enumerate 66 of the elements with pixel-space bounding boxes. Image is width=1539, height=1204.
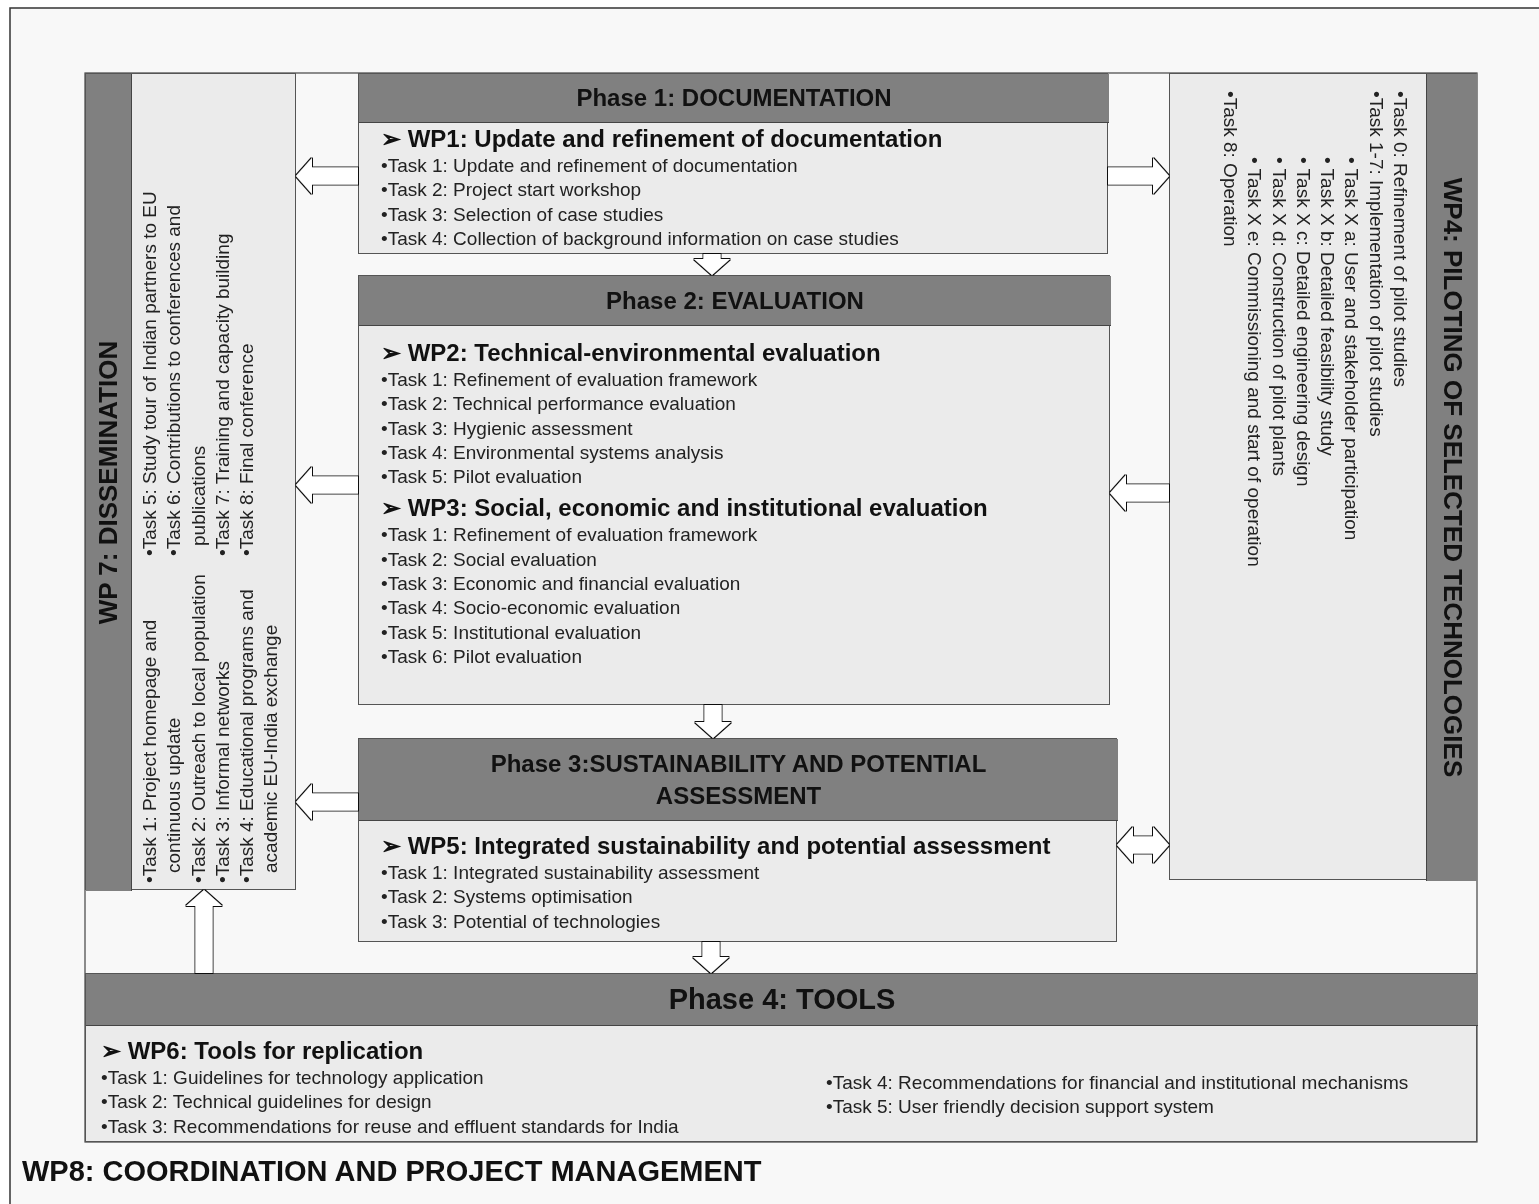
work-package-header: WP4: PILOTING OF SELECTED TECHNOLOGIES bbox=[1426, 74, 1477, 881]
task-item: •Task 3: Economic and financial evaluation bbox=[381, 572, 742, 597]
task-item: •Task 1-7: Implementation of pilot studies bbox=[1364, 91, 1388, 439]
phase-header: Phase 1: DOCUMENTATION bbox=[359, 74, 1109, 123]
work-package-heading: ➢ WP6: Tools for replication bbox=[101, 1036, 425, 1066]
task-item: •Task 3: Hygienic assessment bbox=[381, 416, 634, 441]
task-item: •Task 4: Educational programs and academic EU-India exchange bbox=[235, 588, 283, 883]
task-item: •Task 1: Refinement of evaluation framework bbox=[381, 368, 759, 392]
task-item: • Task X e: Commissioning and start of operation bbox=[1243, 157, 1267, 569]
task-item: •Task 2: Technical guidelines for design bbox=[101, 1090, 433, 1115]
task-item: •Task 8: Final conference bbox=[235, 342, 259, 556]
task-item: •Task 4: Collection of background information on case studies bbox=[381, 226, 900, 251]
task-item: •Task 5: Pilot evaluation bbox=[381, 465, 583, 490]
work-package-header: WP 7: DISSEMINATION bbox=[86, 74, 132, 891]
task-item: •Task 1: Update and refinement of documentation bbox=[381, 154, 799, 178]
block-arrow bbox=[296, 784, 358, 820]
block-arrow bbox=[1110, 475, 1169, 511]
task-item: •Task 2: Project start workshop bbox=[381, 178, 643, 203]
task-item: •Task 4: Socio-economic evaluation bbox=[381, 596, 682, 621]
task-item: •Task 1: Integrated sustainability assessment bbox=[381, 861, 761, 885]
footer-title: WP8: COORDINATION AND PROJECT MANAGEMENT bbox=[22, 1155, 762, 1188]
task-item: • Task X a: User and stakeholder participation bbox=[1340, 157, 1364, 543]
task-item: •Task 3: Informal networks bbox=[210, 659, 234, 883]
task-item: •Task 2: Technical performance evaluation bbox=[381, 392, 737, 417]
task-item: •Task 8: Operation bbox=[1218, 91, 1242, 249]
task-item: •Task 0: Refinement of pilot studies bbox=[1389, 91, 1412, 390]
task-item: •Task 1: Refinement of evaluation framework bbox=[381, 523, 759, 548]
phase-box bbox=[358, 275, 1110, 705]
task-item: •Task 3: Recommendations for reuse and effluent standards for India bbox=[101, 1114, 680, 1139]
block-arrow bbox=[693, 942, 729, 973]
phase-box bbox=[358, 738, 1117, 942]
block-arrow bbox=[695, 705, 731, 738]
phase-header: Phase 3:SUSTAINABILITY AND POTENTIAL ASSESSMENT bbox=[359, 739, 1118, 821]
task-item: •Task 4: Environmental systems analysis bbox=[381, 440, 725, 465]
block-arrow bbox=[1117, 827, 1169, 863]
work-package-heading: ➢ WP2: Technical-environmental evaluation bbox=[381, 338, 882, 368]
task-item: •Task 5: Institutional evaluation bbox=[381, 620, 643, 645]
task-item: •Task 5: User friendly decision support system bbox=[826, 1095, 1215, 1120]
task-item: • Task X c: Detailed engineering design bbox=[1291, 157, 1315, 489]
task-item: •Task 4: Recommendations for financial and institutional mechanisms bbox=[826, 1071, 1410, 1095]
task-item: •Task 2: Systems optimisation bbox=[381, 885, 634, 910]
task-item: • Task X b: Detailed feasibility study bbox=[1316, 157, 1340, 458]
task-item: •Task 5: Study tour of Indian partners to EU bbox=[138, 190, 161, 556]
task-item: •Task 7: Training and capacity building bbox=[210, 232, 234, 556]
phase-box bbox=[358, 73, 1108, 254]
task-item: • Task X d: Construction of pilot plants bbox=[1267, 157, 1291, 478]
block-arrow bbox=[186, 890, 222, 973]
block-arrow bbox=[1108, 158, 1169, 194]
phase-header: Phase 2: EVALUATION bbox=[359, 276, 1111, 326]
block-arrow bbox=[296, 467, 358, 503]
block-arrow bbox=[296, 158, 358, 194]
task-item: •Task 3: Selection of case studies bbox=[381, 202, 665, 227]
work-package-heading: ➢ WP3: Social, economic and institutional evaluation bbox=[381, 493, 989, 524]
work-package-panel bbox=[1169, 73, 1476, 880]
task-item: •Task 2: Social evaluation bbox=[381, 547, 598, 572]
task-item: •Task 1: Guidelines for technology application bbox=[101, 1066, 485, 1090]
work-package-heading: ➢ WP5: Integrated sustainability and potential assessment bbox=[381, 831, 1052, 861]
task-item: •Task 6: Pilot evaluation bbox=[381, 644, 583, 669]
phase-header: Phase 4: TOOLS bbox=[86, 974, 1478, 1026]
task-item: •Task 3: Potential of technologies bbox=[381, 909, 662, 934]
phase-box bbox=[85, 973, 1477, 1142]
work-package-heading: ➢ WP1: Update and refinement of documentation bbox=[381, 124, 944, 154]
work-package-panel bbox=[85, 73, 296, 890]
task-item: •Task 1: Project homepage and continuous update bbox=[138, 618, 186, 883]
block-arrow bbox=[694, 254, 730, 275]
task-item: •Task 2: Outreach to local population bbox=[186, 573, 210, 883]
